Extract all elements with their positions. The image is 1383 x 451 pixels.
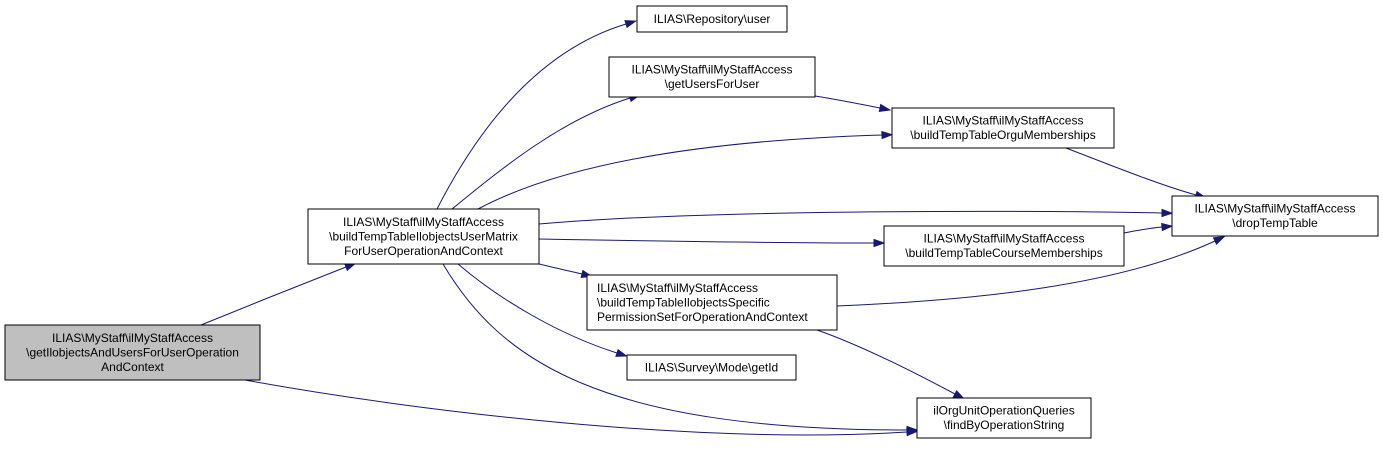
edge-matrix-to-get_users xyxy=(451,94,641,210)
node-label-line: \buildTempTableIlobjectsUserMatrix xyxy=(329,229,518,243)
edge-orgu-to-drop xyxy=(1065,147,1208,199)
edge-matrix-to-getid xyxy=(457,263,628,357)
node-repo-user[interactable]: ILIAS\Repository\user xyxy=(636,5,788,33)
node-box[interactable] xyxy=(1171,195,1379,237)
edge-matrix-to-drop xyxy=(538,208,1174,225)
node-label-line: AndContext xyxy=(101,360,164,374)
node-label-line: ILIAS\MyStaff\ilMyStaffAccess xyxy=(343,215,504,229)
arrowhead-icon xyxy=(615,348,628,357)
node-label-line: PermissionSetForOperationAndContext xyxy=(597,310,808,324)
node-label-line: ILIAS\MyStaff\ilMyStaffAccess xyxy=(632,63,793,77)
node-box[interactable] xyxy=(4,324,261,381)
edge-get_users-to-orgu xyxy=(814,95,892,113)
node-box[interactable] xyxy=(891,107,1115,149)
edge-line xyxy=(816,329,956,395)
edge-course-to-drop xyxy=(1123,222,1174,234)
edge-line xyxy=(538,210,1163,225)
edge-matrix-to-orgu xyxy=(477,130,894,210)
node-label-line: \buildTempTableIlobjectsSpecific xyxy=(597,295,770,309)
node-label-line: \findByOperationString xyxy=(944,418,1065,432)
arrowhead-icon xyxy=(624,20,638,29)
node-matrix[interactable]: ILIAS\MyStaff\ilMyStaffAccess\buildTempT… xyxy=(307,208,540,265)
node-find[interactable]: ilOrgUnitOperationQueries\findByOperatio… xyxy=(916,397,1092,439)
node-box[interactable] xyxy=(626,354,797,381)
node-get-users[interactable]: ILIAS\MyStaff\ilMyStaffAccess\getUsersFo… xyxy=(608,56,816,98)
node-drop[interactable]: ILIAS\MyStaff\ilMyStaffAccess\dropTempTa… xyxy=(1171,195,1379,237)
node-root[interactable]: ILIAS\MyStaff\ilMyStaffAccess\getIlobjec… xyxy=(4,324,261,381)
node-label-line: ILIAS\MyStaff\ilMyStaffAccess xyxy=(923,114,1084,128)
edge-line xyxy=(436,23,627,210)
edge-line xyxy=(477,134,883,210)
edge-line xyxy=(451,97,631,210)
edge-line xyxy=(538,263,583,275)
edge-line xyxy=(1065,147,1197,196)
arrowhead-icon xyxy=(881,130,894,140)
edge-line xyxy=(1123,226,1163,234)
edge-root-to-matrix xyxy=(200,262,357,326)
node-orgu[interactable]: ILIAS\MyStaff\ilMyStaffAccess\buildTempT… xyxy=(891,107,1115,149)
node-label-line: \buildTempTableOrguMemberships xyxy=(910,128,1095,142)
node-getid[interactable]: ILIAS\Survey\Mode\getId xyxy=(626,354,797,381)
edge-line xyxy=(836,240,1216,307)
edge-matrix-to-repo_user xyxy=(436,20,638,210)
node-label-line: ILIAS\MyStaff\ilMyStaffAccess xyxy=(1195,202,1356,216)
edge-matrix-to-course xyxy=(538,238,886,248)
node-label-line: ILIAS\MyStaff\ilMyStaffAccess xyxy=(924,232,1085,246)
node-label-line: ILIAS\MyStaff\ilMyStaffAccess xyxy=(597,281,758,295)
edge-line xyxy=(538,238,875,244)
edge-specific-to-drop xyxy=(836,236,1226,307)
edge-matrix-to-find xyxy=(442,263,919,435)
node-box[interactable] xyxy=(307,208,540,265)
node-label-line: \buildTempTableCourseMemberships xyxy=(905,246,1102,260)
node-label-line: \getIlobjectsAndUsersForUserOperation xyxy=(26,345,239,359)
node-label-line: ILIAS\Survey\Mode\getId xyxy=(645,360,778,374)
node-label-line: \dropTempTable xyxy=(1232,216,1318,230)
node-label-line: \getUsersForUser xyxy=(665,77,760,91)
arrowhead-icon xyxy=(873,238,886,248)
edge-line xyxy=(457,263,618,354)
node-box[interactable] xyxy=(883,225,1125,267)
arrowhead-icon xyxy=(1161,222,1174,232)
edge-line xyxy=(814,95,881,109)
node-box[interactable] xyxy=(916,397,1092,439)
arrowhead-icon xyxy=(878,103,892,113)
edge-line xyxy=(244,379,908,436)
edge-line xyxy=(442,263,908,431)
node-box[interactable] xyxy=(636,5,788,33)
arrowhead-icon xyxy=(1212,236,1226,246)
node-box[interactable] xyxy=(586,274,838,331)
node-label-line: ILIAS\Repository\user xyxy=(654,12,771,26)
node-box[interactable] xyxy=(608,56,816,98)
node-specific[interactable]: ILIAS\MyStaff\ilMyStaffAccess\buildTempT… xyxy=(586,274,838,331)
node-label-line: ForUserOperationAndContext xyxy=(344,244,503,258)
node-label-line: ilOrgUnitOperationQueries xyxy=(933,404,1074,418)
node-course[interactable]: ILIAS\MyStaff\ilMyStaffAccess\buildTempT… xyxy=(883,225,1125,267)
arrowhead-icon xyxy=(906,425,919,435)
node-label-line: ILIAS\MyStaff\ilMyStaffAccess xyxy=(52,331,213,345)
arrowhead-icon xyxy=(1161,208,1174,218)
edge-line xyxy=(200,266,347,326)
edge-matrix-to-specific xyxy=(538,263,594,278)
edge-specific-to-find xyxy=(816,329,966,400)
